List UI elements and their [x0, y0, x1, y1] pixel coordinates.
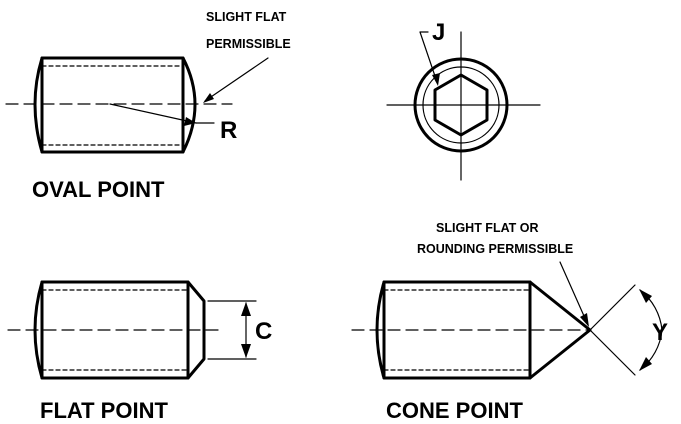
end-view-outer-circle	[413, 57, 509, 153]
cone-point-caption: CONE POINT	[386, 398, 523, 423]
hex-socket	[433, 73, 489, 137]
cone-angle-arrowhead-top	[639, 289, 652, 303]
cone-note-leader	[559, 261, 589, 326]
cone-note-line2: ROUNDING PERMISSIBLE	[417, 242, 573, 256]
hex-label-arrowhead	[432, 73, 440, 86]
cone-point-outline	[375, 280, 592, 380]
cone-angle-extension-upper	[589, 284, 636, 331]
oval-note-leader	[204, 57, 269, 102]
flat-dim-arrowhead-bottom	[241, 344, 251, 358]
flat-point-caption: FLAT POINT	[40, 398, 168, 423]
oval-point-caption: OVAL POINT	[32, 177, 165, 202]
flat-dimension-label: C	[255, 318, 272, 345]
flat-point-outline	[33, 280, 206, 380]
oval-point-drawing: R SLIGHT FLAT PERMISSIBLE OVAL POINT	[5, 10, 291, 202]
radius-arrowhead	[184, 117, 196, 126]
oval-note-line1: SLIGHT FLAT	[206, 10, 287, 24]
flat-dim-arrowhead-top	[241, 302, 251, 316]
cone-note-line1: SLIGHT FLAT OR	[436, 221, 539, 235]
hex-label: J	[432, 19, 445, 46]
cone-angle-arrowhead-bottom	[639, 357, 652, 371]
oval-note-arrowhead	[203, 93, 214, 103]
oval-note-line2: PERMISSIBLE	[206, 37, 291, 51]
cone-angle-label: Y	[652, 319, 668, 346]
end-view-drawing: J	[386, 19, 541, 181]
cone-note-arrowhead	[580, 313, 589, 327]
hex-label-leader	[419, 31, 438, 83]
flat-point-drawing: C FLAT POINT	[7, 280, 272, 423]
radius-label: R	[220, 117, 237, 144]
cone-point-drawing: Y SLIGHT FLAT OR ROUNDING PERMISSIBLE CO…	[351, 221, 668, 423]
cone-angle-arc	[639, 289, 663, 371]
end-view-inner-circle	[422, 66, 500, 144]
radius-leader-line	[109, 103, 197, 124]
cone-angle-extension-lower	[589, 329, 636, 376]
